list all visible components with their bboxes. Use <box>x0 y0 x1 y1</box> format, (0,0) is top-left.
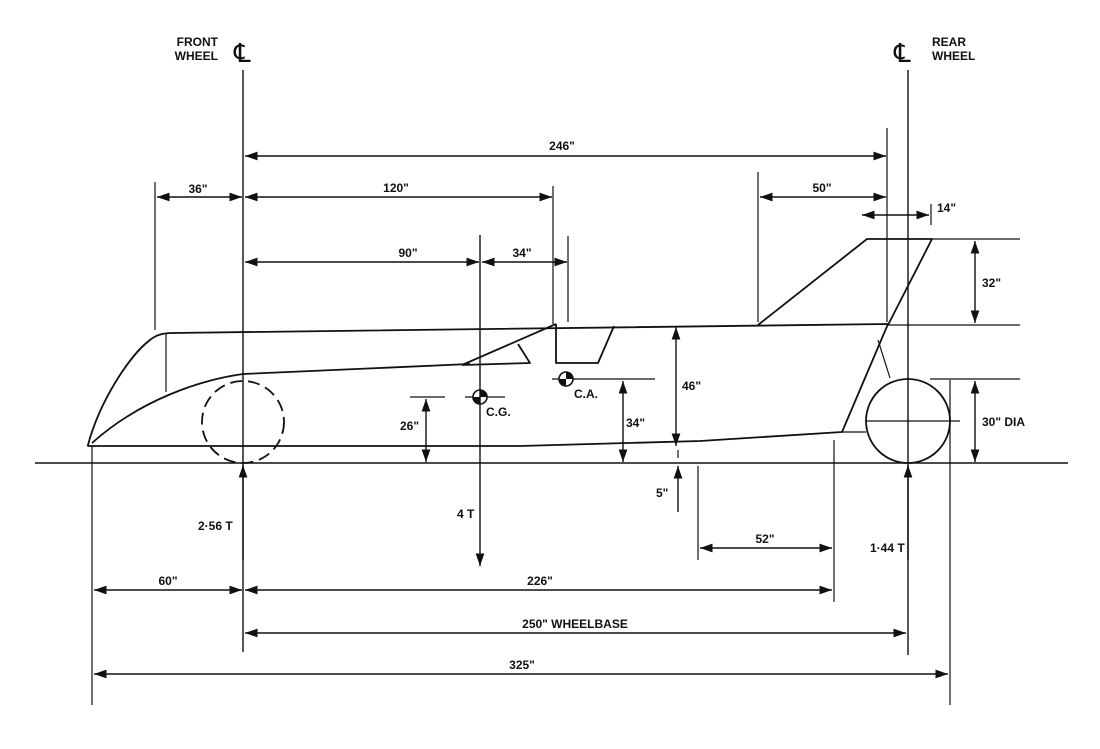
front-wheel-label-line1: FRONT <box>177 35 219 49</box>
cockpit-canopy <box>461 323 557 366</box>
rear-strut <box>842 339 891 433</box>
tail-fin <box>757 238 933 326</box>
body-outline <box>87 323 889 447</box>
ca-label: C.A. <box>574 387 598 401</box>
dim-32-label: 32" <box>982 276 1001 290</box>
dim-30dia-label: 30" DIA <box>982 415 1025 429</box>
dim-wheelbase-label: 250" WHEELBASE <box>522 617 628 631</box>
dim-90-label: 90" <box>398 246 417 260</box>
dim-26-label: 26" <box>400 419 419 433</box>
dim-60-label: 60" <box>158 574 177 588</box>
dim-46-label: 46" <box>682 379 701 393</box>
load-rear-label: 1·44 T <box>870 541 905 555</box>
dim-246-label: 246" <box>549 139 575 153</box>
dim-120-label: 120" <box>383 181 409 195</box>
rear-wheel-label-line1: REAR <box>932 35 966 49</box>
front-wheel-label-line2: WHEEL <box>175 49 218 63</box>
dim-36-label: 36" <box>188 182 207 196</box>
cg-label: C.G. <box>486 405 511 419</box>
front-centerline-symbol: ℄ <box>233 38 251 68</box>
dim-34-top-label: 34" <box>512 246 531 260</box>
nose-inner-curve <box>91 363 471 444</box>
dim-50-label: 50" <box>812 181 831 195</box>
front-wheel-dashed <box>201 380 285 464</box>
ca-symbol <box>558 371 574 387</box>
dim-226-label: 226" <box>527 574 553 588</box>
dim-34-ca-label: 34" <box>626 416 645 430</box>
load-front-label: 2·56 T <box>198 519 233 533</box>
dim-14-label: 14" <box>937 201 956 215</box>
dim-325-label: 325" <box>509 658 535 672</box>
dim-52-label: 52" <box>755 532 774 546</box>
load-cg-label: 4 T <box>457 507 475 521</box>
mid-intake <box>555 324 615 364</box>
rear-centerline-symbol: ℄ <box>893 38 911 68</box>
dim-5-label: 5" <box>656 486 668 500</box>
rear-wheel-label-line2: WHEEL <box>932 49 975 63</box>
